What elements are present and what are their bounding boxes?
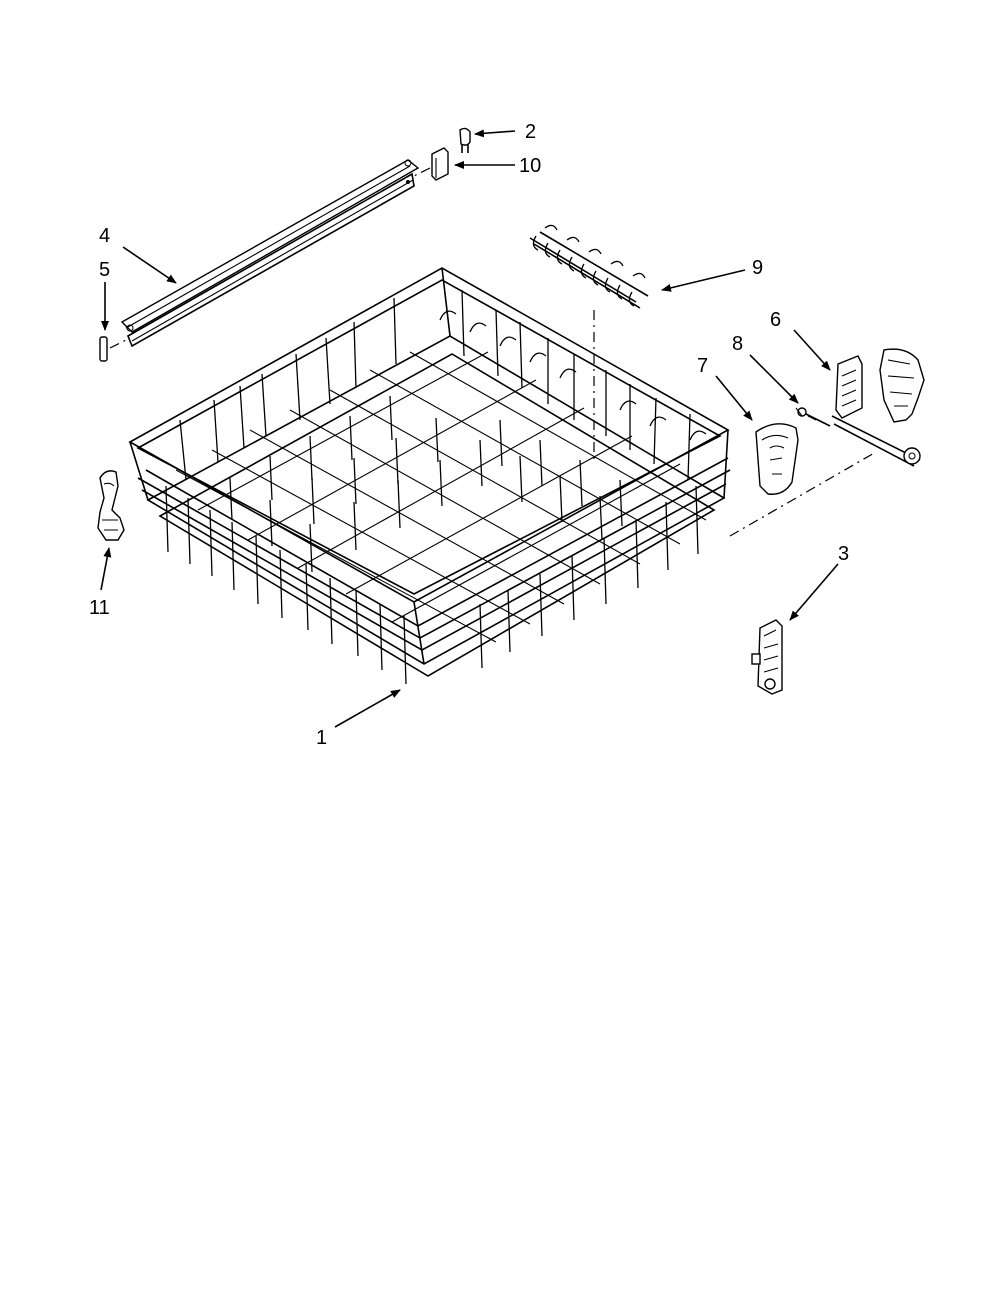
callout-7: 7 bbox=[697, 355, 708, 377]
leader-arrows bbox=[100, 129, 839, 728]
callout-3: 3 bbox=[838, 543, 849, 565]
dish-rack-part bbox=[128, 267, 877, 685]
adjuster-assembly-part bbox=[831, 348, 925, 467]
callout-6: 6 bbox=[770, 309, 781, 331]
clip-part bbox=[459, 127, 471, 153]
callout-2: 2 bbox=[525, 121, 536, 143]
callout-1: 1 bbox=[316, 727, 327, 749]
rail-part bbox=[120, 159, 420, 348]
adjuster-cover-part bbox=[755, 423, 799, 495]
tine-row-part bbox=[529, 224, 649, 460]
callout-9: 9 bbox=[752, 257, 763, 279]
callout-11: 11 bbox=[89, 597, 110, 619]
callout-8: 8 bbox=[732, 333, 743, 355]
end-cap-part bbox=[413, 147, 449, 181]
adjuster-side-part bbox=[751, 619, 783, 695]
callout-10: 10 bbox=[519, 155, 541, 177]
callout-4: 4 bbox=[99, 225, 110, 247]
clip-hook-part bbox=[97, 470, 125, 541]
adjuster-pin-part bbox=[795, 407, 831, 427]
callout-5: 5 bbox=[99, 259, 110, 281]
rail-stop-part bbox=[99, 336, 127, 362]
